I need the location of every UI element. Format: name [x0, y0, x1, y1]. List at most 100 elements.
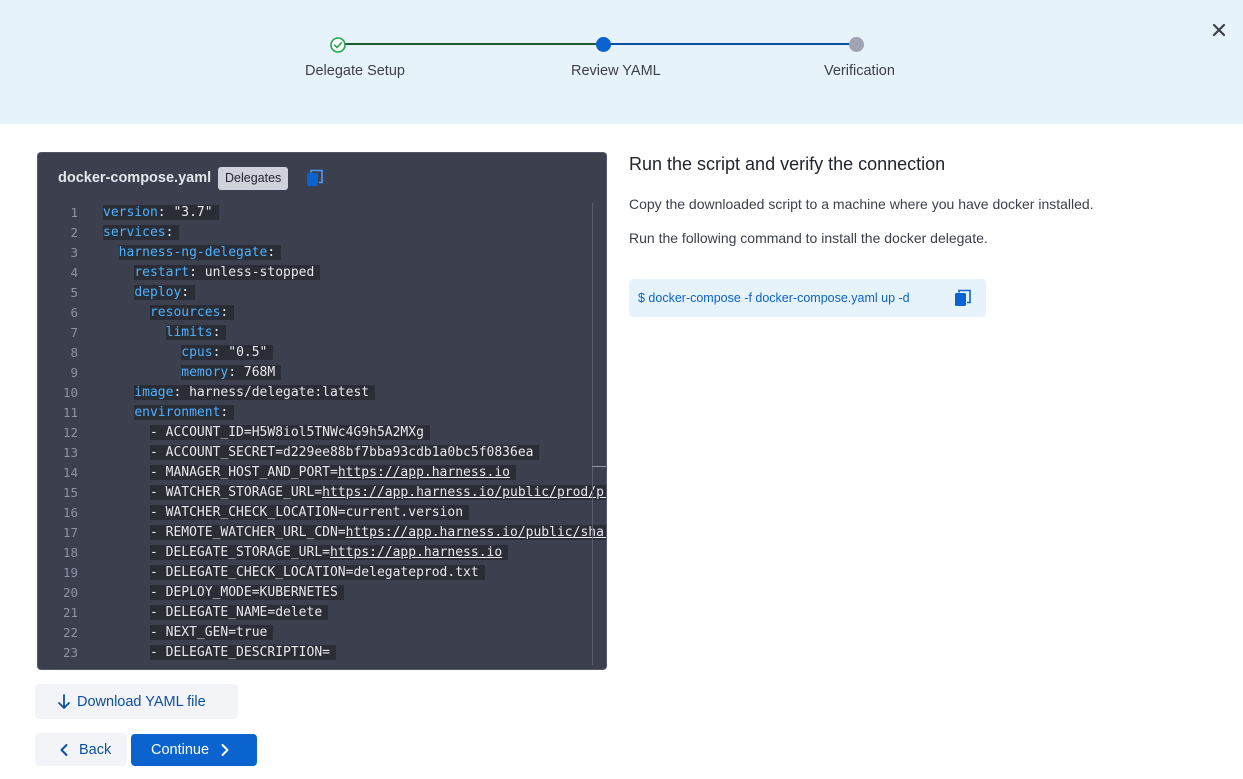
yaml-url-link[interactable]: https://app.harness.io/public/shar [345, 525, 607, 540]
yaml-value: - ACCOUNT_ID=H5W8iol5TNWc4G9h5A2MXg [149, 425, 424, 440]
code-content: - WATCHER_STORAGE_URL=https://app.harnes… [149, 485, 607, 500]
code-text: - WATCHER_STORAGE_URL=https://app.harnes… [103, 483, 607, 503]
code-line: 5 deploy: [38, 283, 606, 303]
code-scrollbar[interactable] [592, 203, 593, 665]
code-line: 14 - MANAGER_HOST_AND_PORT=https://app.h… [38, 463, 606, 483]
line-number: 3 [70, 245, 78, 260]
code-text: environment: [103, 403, 235, 423]
yaml-url-link[interactable]: https://app.harness.io [337, 465, 510, 480]
code-line: 7 limits: [38, 323, 606, 343]
copy-icon[interactable] [953, 288, 973, 308]
code-indent [103, 525, 150, 540]
yaml-separator: : [228, 365, 244, 380]
yaml-key: harness-ng-delegate [118, 245, 268, 260]
step-label-delegate-setup: Delegate Setup [305, 63, 405, 79]
line-number: 5 [70, 285, 78, 300]
instructions-copy-text: Copy the downloaded script to a machine … [629, 196, 1094, 212]
yaml-key: version [103, 205, 158, 220]
code-content: - WATCHER_CHECK_LOCATION=current.version [149, 505, 470, 520]
code-indent [103, 485, 150, 500]
yaml-separator: : [212, 325, 221, 340]
code-indent [103, 625, 150, 640]
code-line: 11 environment: [38, 403, 606, 423]
code-indent [103, 405, 134, 420]
yaml-key: deploy [134, 285, 182, 300]
line-number: 16 [62, 505, 78, 520]
yaml-separator: : [173, 385, 190, 400]
line-number: 7 [70, 325, 78, 340]
copy-icon[interactable] [305, 168, 325, 188]
code-indent [103, 265, 134, 280]
yaml-value: - DELEGATE_DESCRIPTION= [149, 645, 330, 660]
continue-button[interactable]: Continue [131, 734, 257, 766]
line-number: 19 [62, 565, 78, 580]
line-number: 8 [70, 345, 78, 360]
yaml-value: - DEPLOY_MODE=KUBERNETES [149, 585, 338, 600]
yaml-filename: docker-compose.yaml [58, 170, 212, 186]
code-indent [103, 305, 150, 320]
yaml-value: - REMOTE_WATCHER_URL_CDN= [149, 525, 346, 540]
code-line: 4 restart: unless-stopped [38, 263, 606, 283]
code-indent [103, 545, 150, 560]
close-icon[interactable] [1209, 20, 1229, 40]
yaml-key: image [134, 385, 174, 400]
code-content: image: harness/delegate:latest [134, 385, 376, 400]
code-indent [103, 245, 119, 260]
command-text: $ docker-compose -f docker-compose.yaml … [638, 291, 910, 305]
download-yaml-button[interactable]: Download YAML file [35, 684, 238, 719]
line-number: 10 [62, 385, 78, 400]
line-number: 9 [70, 365, 78, 380]
code-indent [103, 585, 150, 600]
code-text: version: "3.7" [103, 203, 219, 223]
check-circle-icon [330, 37, 346, 53]
yaml-url-link[interactable]: https://app.harness.io/public/prod/pr [322, 485, 607, 500]
code-text: limits: [103, 323, 227, 343]
code-content: cpus: "0.5" [181, 345, 274, 360]
yaml-key: resources [149, 305, 221, 320]
code-indent [103, 325, 166, 340]
yaml-separator: : [220, 405, 229, 420]
yaml-url-link[interactable]: https://app.harness.io [329, 545, 503, 560]
line-number: 13 [62, 445, 78, 460]
chevron-right-icon [221, 744, 229, 756]
line-number: 11 [62, 405, 78, 420]
code-text: restart: unless-stopped [103, 263, 321, 283]
back-button[interactable]: Back [35, 733, 127, 766]
yaml-separator: : [212, 345, 229, 360]
code-content: version: "3.7" [103, 205, 219, 220]
code-line: 19 - DELEGATE_CHECK_LOCATION=delegatepro… [38, 563, 606, 583]
code-text: harness-ng-delegate: [103, 243, 282, 263]
yaml-key: cpus [181, 345, 213, 360]
line-number: 15 [62, 485, 78, 500]
yaml-value: - MANAGER_HOST_AND_PORT= [149, 465, 338, 480]
code-text: cpus: "0.5" [103, 343, 274, 363]
code-content: - DEPLOY_MODE=KUBERNETES [149, 585, 344, 600]
code-line: 17 - REMOTE_WATCHER_URL_CDN=https://app.… [38, 523, 607, 543]
code-content: - DELEGATE_CHECK_LOCATION=delegateprod.t… [149, 565, 485, 580]
yaml-key: environment [134, 405, 221, 420]
code-content: services: [103, 225, 180, 240]
yaml-key: memory [181, 365, 229, 380]
code-line: 9 memory: 768M [38, 363, 606, 383]
code-indent [103, 365, 181, 380]
download-yaml-label: Download YAML file [77, 693, 206, 710]
step-label-verification: Verification [824, 63, 895, 79]
yaml-separator: : [165, 225, 174, 240]
code-indent [103, 505, 150, 520]
code-indent [103, 385, 134, 400]
yaml-value: - WATCHER_STORAGE_URL= [149, 485, 323, 500]
code-text: - DEPLOY_MODE=KUBERNETES [103, 583, 344, 603]
code-text: - MANAGER_HOST_AND_PORT=https://app.harn… [103, 463, 516, 483]
stepper-header: Delegate Setup Review YAML Verification [0, 0, 1243, 124]
code-line: 21 - DELEGATE_NAME=delete [38, 603, 606, 623]
code-content: - NEXT_GEN=true [149, 625, 274, 640]
code-text: - WATCHER_CHECK_LOCATION=current.version [103, 503, 470, 523]
code-content: memory: 768M [181, 365, 282, 380]
yaml-separator: : [189, 265, 205, 280]
code-line: 15 - WATCHER_STORAGE_URL=https://app.har… [38, 483, 607, 503]
code-indent [103, 425, 150, 440]
code-indent [103, 605, 150, 620]
yaml-separator: : [267, 245, 276, 260]
code-content: resources: [149, 305, 235, 320]
